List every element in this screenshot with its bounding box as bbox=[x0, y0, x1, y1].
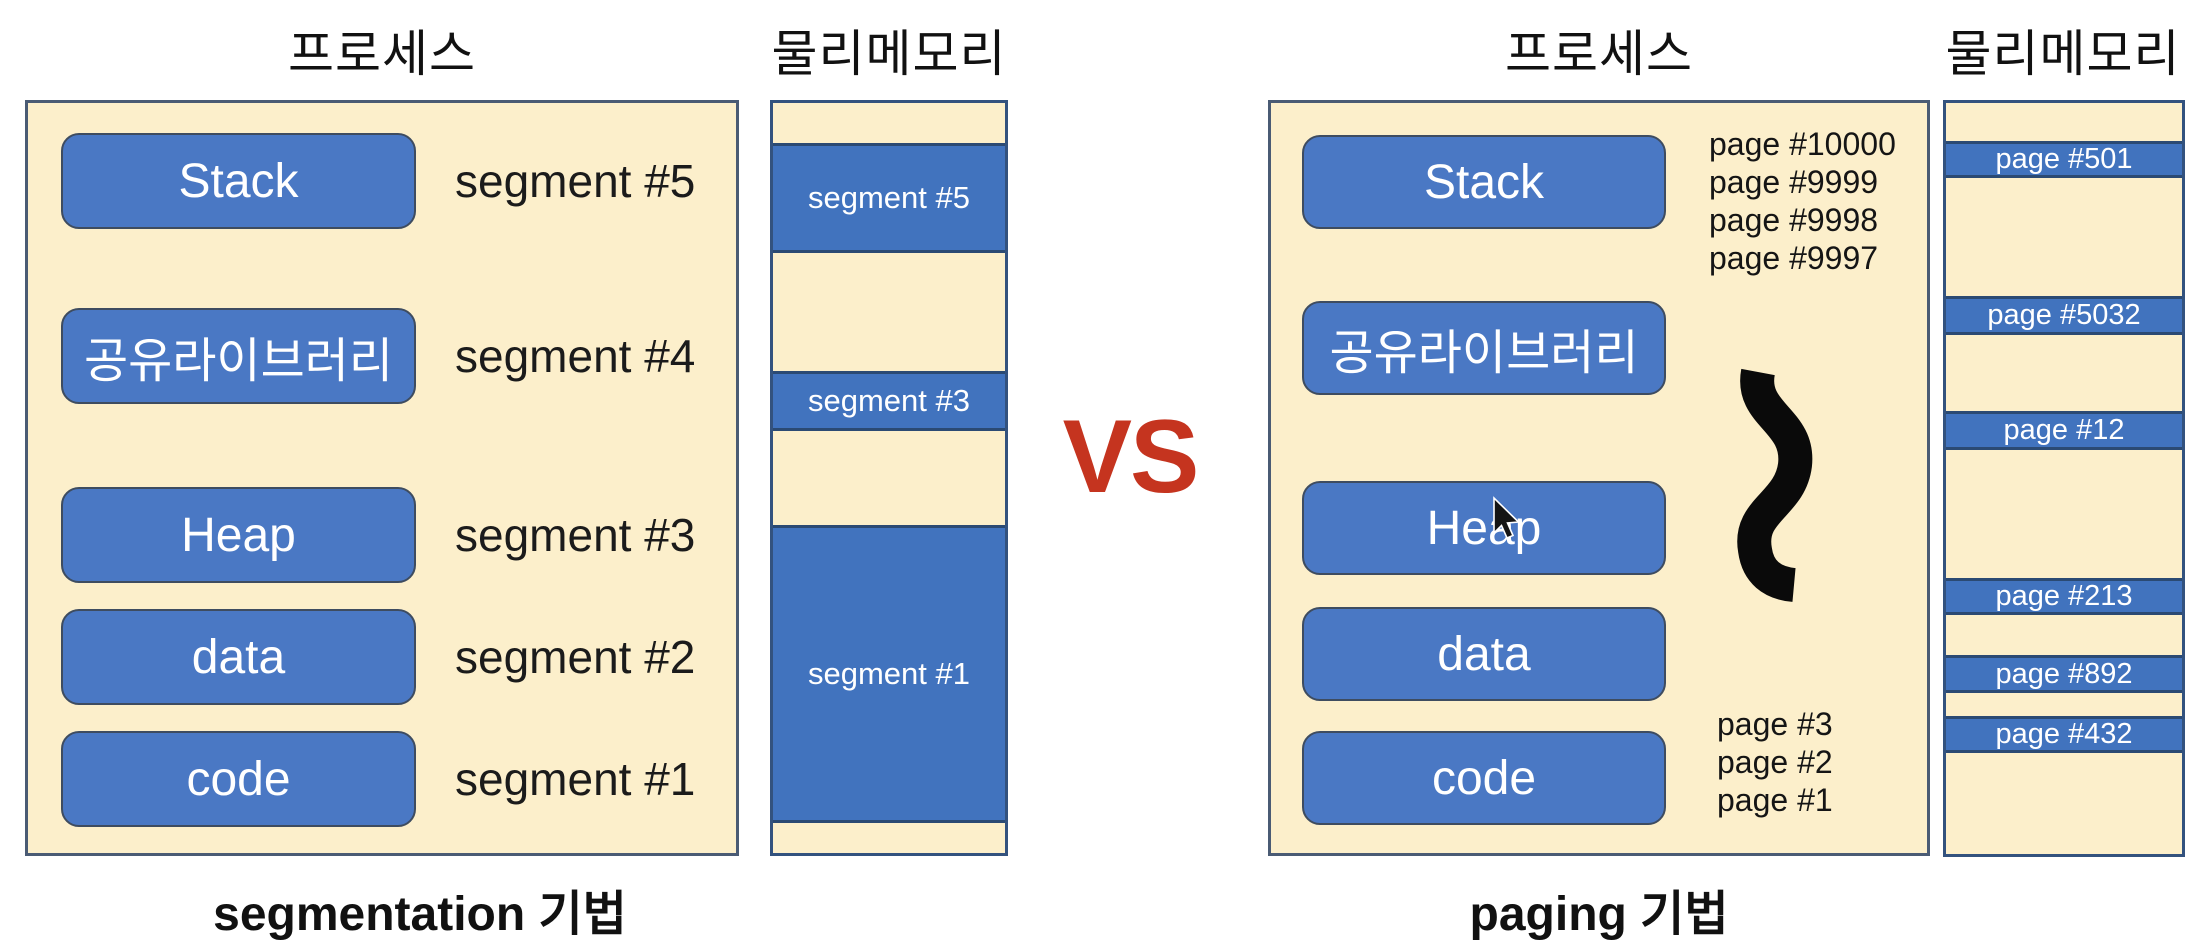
page-line: page #1 bbox=[1717, 782, 1833, 818]
paging-caption: paging 기법 bbox=[1469, 888, 1729, 941]
segment-4-label: segment #4 bbox=[455, 330, 696, 382]
page-line: page #10000 bbox=[1709, 126, 1896, 162]
left-memory-title: 물리메모리 bbox=[771, 26, 1007, 82]
memory-page-213: page #213 bbox=[1946, 578, 2182, 615]
right-process-box: Stack 공유라이브러리 Heap data code page #10000… bbox=[1268, 100, 1930, 856]
shared-library-block: 공유라이브러리 bbox=[1302, 301, 1666, 395]
segmentation-caption: segmentation 기법 bbox=[213, 888, 627, 941]
code-page-list: page #3 page #2 page #1 bbox=[1717, 705, 1833, 819]
page-line: page #9999 bbox=[1709, 164, 1879, 200]
heap-block: Heap bbox=[1302, 481, 1666, 575]
stack-block: Stack bbox=[61, 133, 416, 229]
stack-block: Stack bbox=[1302, 135, 1666, 229]
heap-block: Heap bbox=[61, 487, 416, 583]
code-block: code bbox=[61, 731, 416, 827]
page-line: page #3 bbox=[1717, 706, 1833, 742]
memory-segment-3: segment #3 bbox=[773, 371, 1005, 431]
page-line: page #9998 bbox=[1709, 202, 1879, 238]
segment-3-label: segment #3 bbox=[455, 509, 696, 561]
segment-1-label: segment #1 bbox=[455, 753, 696, 805]
code-block: code bbox=[1302, 731, 1666, 825]
right-memory-title: 물리메모리 bbox=[1945, 26, 2181, 82]
segment-5-label: segment #5 bbox=[455, 155, 696, 207]
data-block: data bbox=[1302, 607, 1666, 701]
shared-library-block: 공유라이브러리 bbox=[61, 308, 416, 404]
memory-page-501: page #501 bbox=[1946, 141, 2182, 178]
memory-page-12: page #12 bbox=[1946, 411, 2182, 450]
data-block: data bbox=[61, 609, 416, 705]
memory-segment-5: segment #5 bbox=[773, 143, 1005, 253]
right-memory-box: page #501 page #5032 page #12 page #213 … bbox=[1943, 100, 2185, 857]
stack-page-list: page #10000 page #9999 page #9998 page #… bbox=[1709, 125, 1896, 277]
memory-page-5032: page #5032 bbox=[1946, 296, 2182, 335]
left-process-title: 프로세스 bbox=[288, 26, 476, 82]
page-line: page #9997 bbox=[1709, 240, 1879, 276]
left-process-box: Stack 공유라이브러리 Heap data code segment #5 … bbox=[25, 100, 739, 856]
memory-page-892: page #892 bbox=[1946, 655, 2182, 693]
memory-segment-1: segment #1 bbox=[773, 525, 1005, 823]
left-memory-box: segment #5 segment #3 segment #1 bbox=[770, 100, 1008, 856]
page-line: page #2 bbox=[1717, 744, 1833, 780]
segment-2-label: segment #2 bbox=[455, 631, 696, 683]
memory-page-432: page #432 bbox=[1946, 716, 2182, 753]
right-process-title: 프로세스 bbox=[1505, 26, 1693, 82]
vs-label: VS bbox=[1062, 399, 1200, 515]
